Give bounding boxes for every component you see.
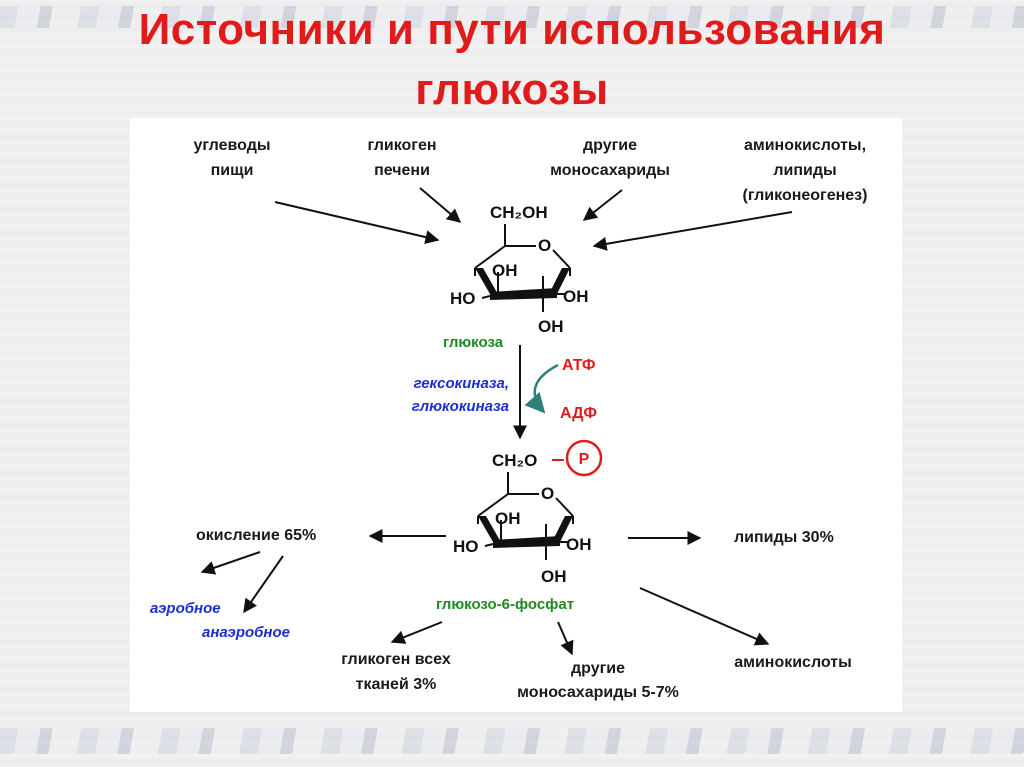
g6p-oh-bottom: OH: [541, 567, 567, 586]
adp-label: АДФ: [560, 405, 597, 422]
glucose-ho-left: HO: [450, 289, 476, 308]
source-other-mono-line2: моносахариды: [550, 162, 670, 179]
glucose-ch2oh: CH₂OH: [490, 203, 548, 222]
glucose-label: глюкоза: [443, 334, 504, 351]
source-amino-lipids-line2: липиды: [773, 162, 836, 179]
arrow-amino-to-glucose: [592, 211, 793, 251]
glucose-oh-upper: OH: [492, 261, 518, 280]
source-amino-lipids-line1: аминокислоты,: [744, 137, 866, 154]
use-lipids: липиды 30%: [734, 529, 834, 546]
page-title-line-1: Источники и пути использования: [138, 5, 886, 54]
glucose-structure: CH₂OH O OH HO OH OH: [450, 203, 589, 336]
diagram-panel: [130, 118, 902, 712]
glucose-ring-oxygen: O: [538, 236, 551, 255]
arrow-mono-to-glucose: [582, 189, 623, 221]
source-other-mono-line1: другие: [583, 137, 637, 154]
g6p-ho-left: HO: [453, 537, 479, 556]
arrow-to-anaerobic: [243, 555, 284, 614]
use-glycogen-line2: тканей 3%: [356, 676, 437, 693]
top-decor-stripe: [0, 6, 1024, 28]
bottom-decor-stripe: [0, 728, 1024, 754]
source-liver-glycogen-line1: гликоген: [367, 137, 436, 154]
atp-label: АТФ: [562, 357, 596, 374]
page-title-line-2: глюкозы: [415, 65, 609, 114]
use-other-mono-line2: моносахариды 5-7%: [517, 684, 679, 701]
atp-adp-curved-arrow: [524, 363, 559, 414]
arrow-food-to-glucose: [274, 201, 440, 244]
source-liver-glycogen-line2: печени: [374, 162, 430, 179]
arrow-to-other-mono: [557, 621, 574, 656]
use-aerobic: аэробное: [150, 600, 221, 617]
arrow-to-glycogen: [390, 621, 443, 644]
g6p-ring-oxygen: O: [541, 484, 554, 503]
use-amino: аминокислоты: [734, 654, 852, 671]
arrow-liver-to-glucose: [419, 187, 462, 223]
phosphate-circle: [565, 439, 603, 477]
g6p-oh-right: OH: [566, 535, 592, 554]
phosphate-label: P: [579, 451, 590, 468]
use-glycogen-line1: гликоген всех: [341, 651, 451, 668]
enzyme-hexokinase: гексокиназа,: [414, 375, 509, 392]
arrow-to-amino: [639, 587, 770, 646]
use-anaerobic: анаэробное: [202, 624, 290, 641]
use-oxidation: окисление 65%: [196, 527, 316, 544]
arrow-to-aerobic: [200, 551, 261, 575]
g6p-label: глюкозо-6-фосфат: [436, 596, 574, 613]
g6p-ch2o: CH₂O: [492, 451, 537, 470]
glucose-oh-right: OH: [563, 287, 589, 306]
use-other-mono-line1: другие: [571, 660, 625, 677]
g6p-oh-upper: OH: [495, 509, 521, 528]
enzyme-glucokinase: глюкокиназа: [412, 398, 509, 415]
glucose-oh-bottom: OH: [538, 317, 564, 336]
g6p-structure: CH₂O P O OH HO OH OH: [453, 439, 603, 586]
source-amino-lipids-line3: (гликонеогенез): [743, 187, 868, 204]
source-food-carbs-line2: пищи: [211, 162, 254, 179]
source-food-carbs-line1: углеводы: [193, 137, 270, 154]
